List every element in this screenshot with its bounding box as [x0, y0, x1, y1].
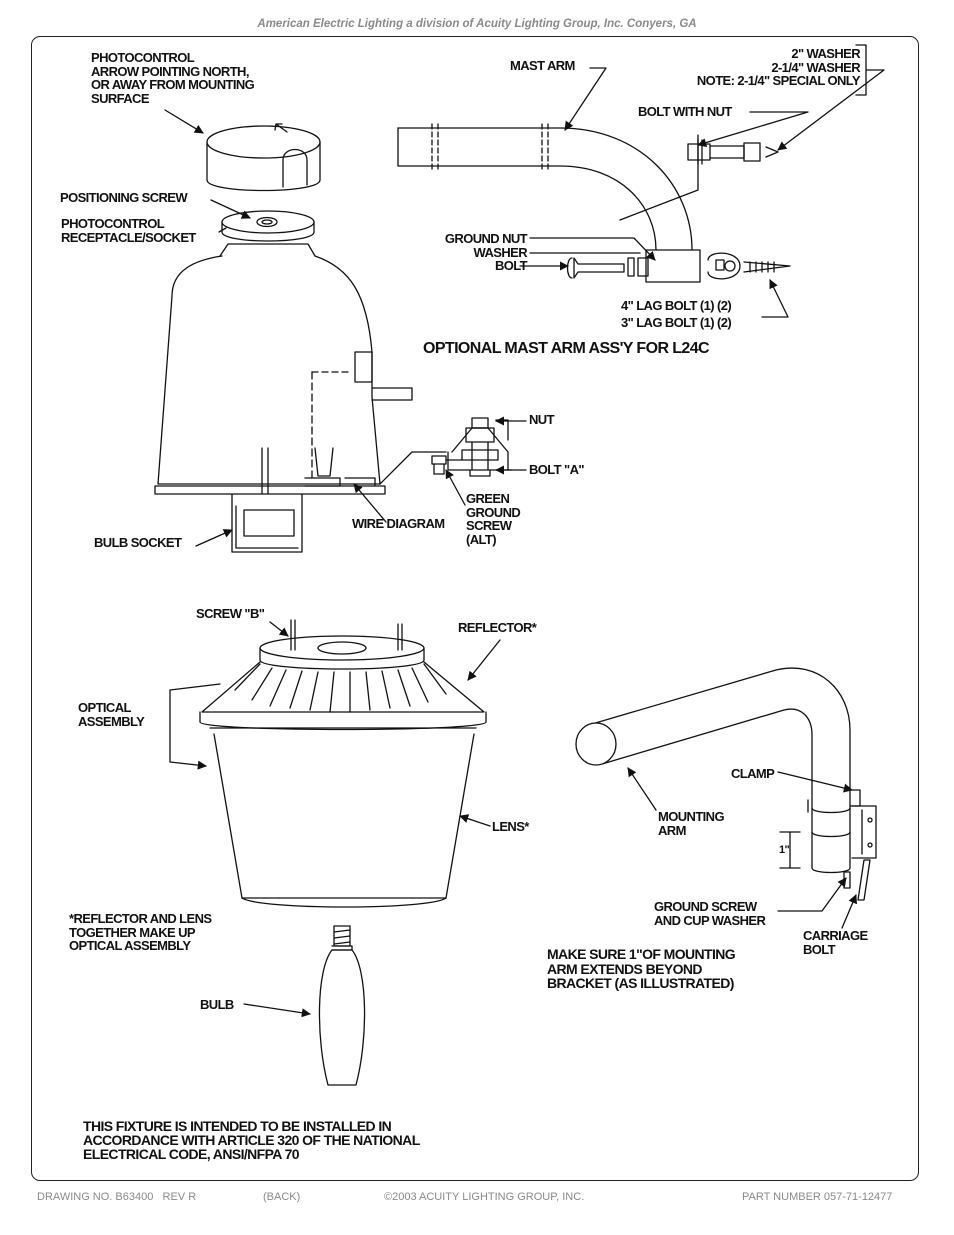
label-photocontrol-receptacle: PHOTOCONTROL RECEPTACLE/SOCKET	[61, 216, 196, 245]
label-bulb-socket: BULB SOCKET	[94, 535, 182, 550]
label-bolt-with-nut: BOLT WITH NUT	[638, 104, 732, 119]
housing-drawing	[154, 243, 413, 553]
page-header: American Electric Lighting a division of…	[257, 18, 697, 30]
label-make-sure-note: MAKE SURE 1"OF MOUNTING ARM EXTENDS BEYO…	[547, 946, 736, 991]
label-carriage-bolt: CARRIAGE BOLT	[803, 928, 868, 957]
footer-side: (BACK)	[263, 1191, 301, 1203]
label-green-ground-screw: GREEN GROUND SCREW (ALT)	[466, 491, 521, 547]
label-screw-b: SCREW "B"	[196, 606, 265, 621]
label-reflector: REFLECTOR*	[458, 620, 537, 635]
label-nut: NUT	[529, 412, 555, 427]
bracket-hardware-drawing	[379, 417, 513, 485]
label-optical-assembly: OPTICAL ASSEMBLY	[78, 700, 145, 729]
mounting-arm-drawing	[575, 667, 877, 901]
footer-drawing-number: DRAWING NO. B63400 REV R	[37, 1191, 197, 1203]
label-optional-mast-arm-title: OPTIONAL MAST ARM ASS'Y FOR L24C	[423, 340, 710, 357]
optical-assembly-drawing	[199, 619, 487, 908]
label-positioning-screw: POSITIONING SCREW	[60, 190, 188, 205]
label-nec-note: THIS FIXTURE IS INTENDED TO BE INSTALLED…	[83, 1118, 420, 1162]
receptacle-drawing	[221, 210, 315, 242]
label-lens: LENS*	[492, 819, 529, 834]
optional-mast-arm-drawing	[397, 123, 791, 283]
label-wire-diagram: WIRE DIAGRAM	[352, 516, 445, 531]
label-lag-bolts: 4" LAG BOLT (1) (2) 3" LAG BOLT (1) (2)	[621, 298, 732, 330]
label-bulb: BULB	[200, 997, 234, 1012]
label-washer-notes: 2" WASHER 2-1/4" WASHER NOTE: 2-1/4" SPE…	[696, 46, 861, 88]
label-ground-nut-washer-bolt: GROUND NUT WASHER BOLT	[444, 231, 528, 273]
label-clamp: CLAMP	[731, 766, 775, 781]
footer-part-number: PART NUMBER 057-71-12477	[742, 1191, 893, 1203]
label-reflector-lens-note: *REFLECTOR AND LENS TOGETHER MAKE UP OPT…	[69, 911, 212, 953]
label-mounting-arm: MOUNTING ARM	[658, 809, 725, 838]
label-dimension-1: 1"	[779, 844, 790, 856]
photocontrol-drawing	[206, 123, 321, 192]
label-mast-arm: MAST ARM	[510, 58, 575, 73]
label-ground-screw-cup-washer: GROUND SCREW AND CUP WASHER	[654, 899, 766, 928]
label-bolt-a: BOLT "A"	[529, 462, 585, 477]
bulb-drawing	[318, 925, 366, 1086]
footer-copyright: ©2003 ACUITY LIGHTING GROUP, INC.	[384, 1191, 585, 1203]
drawing-frame	[31, 36, 919, 1181]
label-photocontrol-arrow: PHOTOCONTROL ARROW POINTING NORTH, OR AW…	[91, 50, 255, 106]
leader-lines	[164, 44, 885, 1018]
